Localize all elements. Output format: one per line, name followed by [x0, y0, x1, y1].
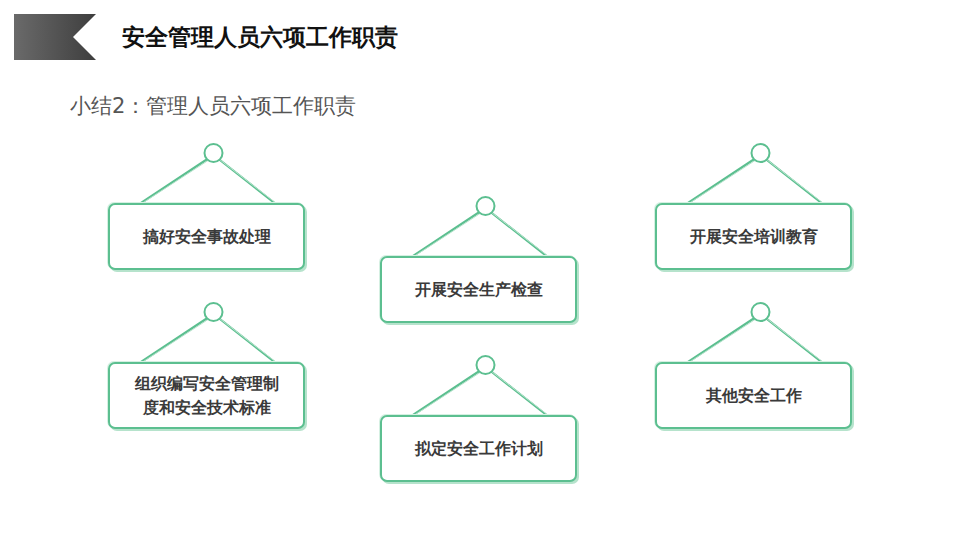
hanging-sign: 其他安全工作 — [655, 362, 852, 429]
sign-text: 搞好安全事故处理 — [143, 225, 271, 248]
sign-text: 开展安全生产检查 — [415, 278, 543, 301]
string-sketch — [487, 368, 551, 417]
string — [410, 367, 486, 417]
string-sketch — [140, 156, 216, 205]
header-chevron — [14, 14, 96, 60]
string — [685, 314, 761, 364]
hanger — [138, 303, 279, 364]
nail — [205, 144, 223, 162]
string-sketch — [762, 156, 826, 205]
subtitle: 小结2：管理人员六项工作职责 — [70, 92, 356, 120]
hanging-sign: 开展安全生产检查 — [380, 256, 577, 323]
nail — [477, 197, 495, 215]
sign-text: 开展安全培训教育 — [690, 225, 818, 248]
string — [410, 208, 486, 258]
string-sketch — [762, 315, 826, 364]
nail — [752, 303, 770, 321]
hanging-sign: 开展安全培训教育 — [655, 203, 852, 270]
sign-text: 拟定安全工作计划 — [415, 437, 543, 460]
hanger — [685, 144, 826, 205]
string-sketch — [215, 315, 279, 364]
sign-text: 组织编写安全管理制度和安全技术标准 — [131, 372, 283, 418]
nail — [752, 144, 770, 162]
slide-title: 安全管理人员六项工作职责 — [122, 22, 398, 53]
string-sketch — [412, 209, 488, 258]
hanging-sign: 组织编写安全管理制度和安全技术标准 — [108, 362, 305, 429]
string-sketch — [140, 315, 216, 364]
sign-text: 其他安全工作 — [706, 384, 802, 407]
nail — [205, 303, 223, 321]
string-sketch — [487, 209, 551, 258]
hanger — [138, 144, 279, 205]
string-sketch — [687, 156, 763, 205]
string — [685, 155, 761, 205]
hanging-sign: 拟定安全工作计划 — [380, 415, 577, 482]
nail — [477, 356, 495, 374]
string — [138, 155, 214, 205]
hanger — [410, 197, 551, 258]
hanger — [410, 356, 551, 417]
hanging-sign: 搞好安全事故处理 — [108, 203, 305, 270]
string-sketch — [412, 368, 488, 417]
hanger — [685, 303, 826, 364]
string-sketch — [687, 315, 763, 364]
string — [138, 314, 214, 364]
string-sketch — [215, 156, 279, 205]
